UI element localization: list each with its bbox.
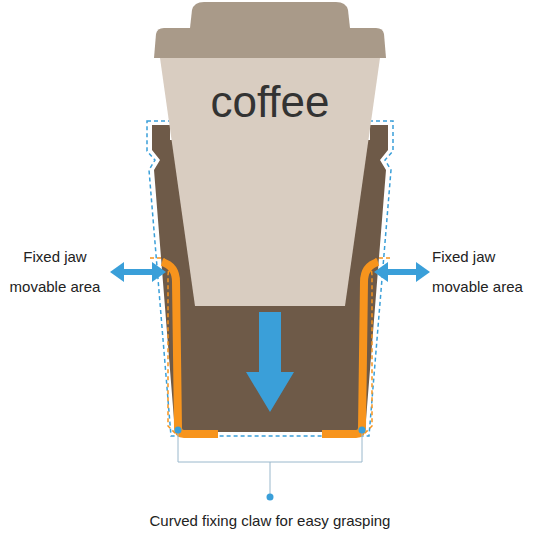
movable-arrow-right	[374, 262, 430, 282]
claw-dot	[175, 427, 182, 434]
jaw-label: Fixed jaw movable area	[432, 242, 538, 302]
movable-arrow-left	[110, 262, 166, 282]
cup-lid-band	[154, 28, 386, 58]
leader-dot	[267, 494, 274, 501]
claw-caption: Curved fixing claw for easy grasping	[20, 506, 520, 536]
cup-label: coffee	[140, 78, 400, 126]
press-arrow	[246, 312, 294, 412]
cup-shape	[140, 0, 400, 306]
cup-lid-top	[190, 2, 350, 28]
bracket-leader	[178, 432, 362, 494]
claw-dot	[359, 427, 366, 434]
jaw-label: Fixed jaw movable area	[2, 242, 108, 302]
coffee-cup: coffee	[140, 0, 400, 306]
